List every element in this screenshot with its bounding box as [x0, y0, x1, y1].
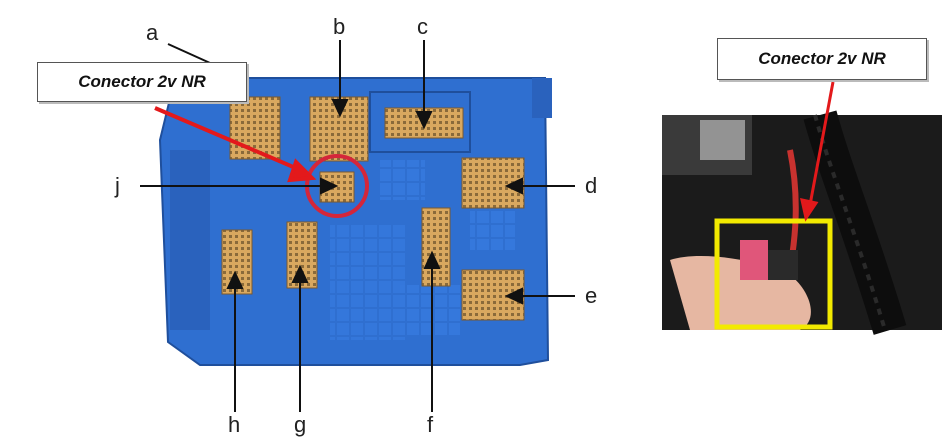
callout-right: Conector 2v NR [717, 38, 927, 80]
arrow-d-head [504, 177, 523, 195]
label-h: h [228, 412, 241, 437]
label-d: d [585, 173, 598, 198]
label-a: a [146, 20, 159, 45]
label-f: f [427, 412, 434, 437]
label-c: c [417, 14, 428, 39]
arrow-g-head [291, 264, 309, 283]
arrow-c-head [415, 111, 433, 130]
label-b: b [333, 14, 346, 39]
leader-arrows [140, 40, 575, 412]
label-j: j [115, 173, 120, 198]
connector-photo [662, 110, 942, 335]
red-arrow-right [800, 81, 835, 222]
connector-f [421, 207, 451, 287]
arrow-b-head [331, 99, 349, 118]
arrow-f-head [423, 250, 441, 269]
label-e: e [585, 283, 598, 308]
callout-left: Conector 2v NR [37, 62, 247, 102]
label-g: g [294, 412, 307, 437]
connector-j [319, 171, 355, 203]
arrow-j-head [320, 177, 339, 195]
arrow-e-head [504, 287, 523, 305]
highlight-box [714, 218, 833, 330]
arrow-h-head [226, 270, 244, 289]
red-arrow-left [154, 106, 317, 183]
